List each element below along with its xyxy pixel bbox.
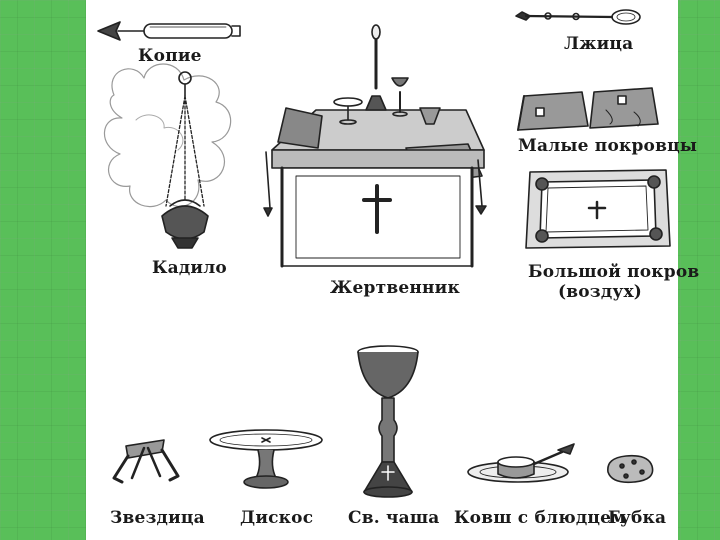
label-bolshoy-pokrov: Большой покров [528,262,700,282]
label-gubka: Губка [608,508,667,528]
label-zhertvennik: Жертвенник [330,278,460,298]
label-zvezditsa: Звездица [110,508,205,528]
kovsh-icon [467,443,575,483]
label-kovsh: Ковш с блюдцем [454,508,627,528]
kadilo-icon [103,63,232,249]
illustration-sheet: Копие Лжица Кадило Жертвенник Малые покр… [86,0,699,540]
label-malye-pokrovtsy: Малые покровцы [518,136,698,156]
malye-pokrovtsy-icon [517,87,659,131]
label-diskos: Дискос [240,508,314,528]
bolshoy-pokrov-icon [525,169,671,249]
label-vozdukh: (воздух) [558,282,643,302]
label-lzhitsa: Лжица [564,34,634,54]
zvezditsa-icon [112,439,180,484]
label-kopie: Копие [138,46,202,66]
label-kadilo: Кадило [152,258,227,278]
zhertvennik-icon [263,24,487,268]
gubka-icon [607,454,654,484]
sv-chasha-icon [357,345,419,498]
kopie-icon [97,21,241,41]
diskos-icon [209,429,323,489]
liturgical-items-drawing [97,9,671,498]
lzhitsa-icon [515,9,641,25]
label-sv-chasha: Св. чаша [348,508,440,528]
